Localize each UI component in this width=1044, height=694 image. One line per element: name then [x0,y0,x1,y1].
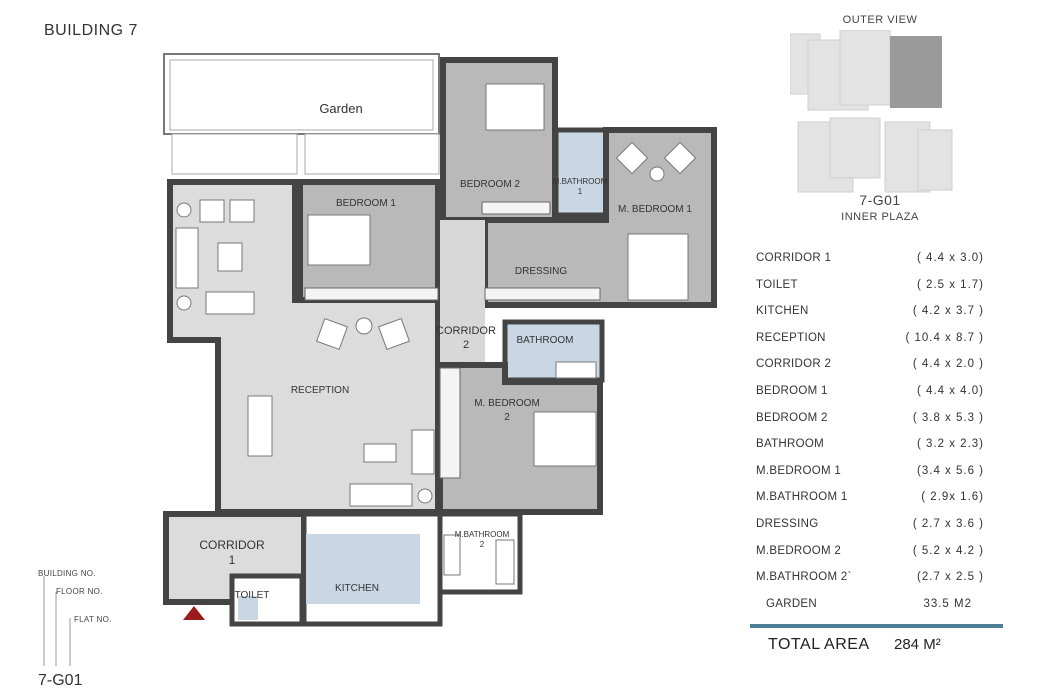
key-plan-unit-code: 7-G01 [859,192,901,208]
area-row: KITCHEN ( 4.2 x 3.7 ) [752,301,1002,328]
area-row-dims: (2.7 x 2.5 ) [917,571,984,584]
area-row-name: RECEPTION [756,331,826,344]
area-row: CORRIDOR 2 ( 4.4 x 2.0 ) [752,354,1002,381]
corridor2-floor [440,220,485,365]
area-row-name: M.BATHROOM 1 [756,491,848,504]
area-row-dims: ( 5.2 x 4.2 ) [912,544,984,557]
area-row-dims: (3.4 x 5.6 ) [917,464,984,477]
kitchen-label: KITCHEN [335,583,379,594]
mbedroom2-label-line1: M. BEDROOM [474,398,540,409]
area-row-dims: ( 4.4 x 3.0) [917,252,984,264]
building-title: BUILDING 7 [44,22,138,39]
corridor2-label-line2: 2 [463,339,469,351]
mbedroom2-label-line2: 2 [504,412,510,423]
area-row: M.BATHROOM 2` (2.7 x 2.5 ) [752,567,1002,594]
inner-plaza-label: INNER PLAZA [841,211,919,223]
area-row-name: GARDEN [766,597,818,610]
area-row: CORRIDOR 1 ( 4.4 x 3.0) [752,248,1002,275]
bathroom-label: BATHROOM [516,335,573,346]
area-row-name: CORRIDOR 2 [756,358,832,371]
area-row-dims: ( 4.4 x 4.0) [917,384,984,397]
corridor1-label-line2: 1 [229,553,236,567]
key-plan-highlight [890,36,942,108]
area-row: BEDROOM 1 ( 4.4 x 4.0) [752,381,1002,408]
corridor1-label-line1: CORRIDOR [199,538,265,552]
area-row-dims: ( 10.4 x 8.7 ) [905,331,984,344]
mbathroom1-label-line2: 1 [578,187,583,196]
area-row-name: CORRIDOR 1 [756,252,832,264]
area-row: M.BATHROOM 1 ( 2.9x 1.6) [752,487,1002,514]
total-area-label: TOTAL AREA [768,636,870,653]
mbedroom1-label: M. BEDROOM 1 [618,204,692,215]
area-table: CORRIDOR 1 ( 4.4 x 3.0) TOILET ( 2.5 x 1.7)… [752,248,1002,620]
flat-no-label: FLAT NO. [74,615,112,624]
key-plan [790,30,953,193]
building-no-label: BUILDING NO. [38,569,96,578]
area-row-name: BEDROOM 1 [756,384,828,397]
corridor2-label-line1: CORRIDOR [436,325,496,337]
area-row: DRESSING ( 2.7 x 3.6 ) [752,514,1002,541]
floor-plan: Garden BEDROOM 1 BEDROOM 2 M.BATHROOM 1 … [163,53,717,627]
area-row-name: DRESSING [756,517,819,530]
area-row-name: M.BEDROOM 2 [756,544,842,557]
area-row: GARDEN 33.5 M2 [752,594,1002,621]
area-row: M.BEDROOM 2 ( 5.2 x 4.2 ) [752,541,1002,568]
area-row-name: BEDROOM 2 [756,411,828,424]
area-row-dims: 33.5 M2 [923,597,972,610]
area-row: M.BEDROOM 1 (3.4 x 5.6 ) [752,461,1002,488]
area-row-dims: ( 3.8 x 5.3 ) [912,411,984,424]
garden-area [163,53,440,175]
area-row: BEDROOM 2 ( 3.8 x 5.3 ) [752,408,1002,435]
total-area-value: 284 M² [894,636,941,653]
reception-furniture [175,199,435,507]
area-row-dims: ( 4.2 x 3.7 ) [912,305,984,318]
outer-view-label: OUTER VIEW [842,14,918,26]
flat-code-legend [43,576,71,666]
area-row-dims: ( 2.9x 1.6) [921,491,984,504]
area-row-name: M.BATHROOM 2` [756,571,852,584]
floor-no-label: FLOOR NO. [56,587,103,596]
mbathroom2-label-line2: 2 [480,540,485,549]
area-row-name: TOILET [756,278,798,291]
dressing-label: DRESSING [515,266,567,277]
area-row: BATHROOM ( 3.2 x 2.3) [752,434,1002,461]
bedroom1-label: BEDROOM 1 [336,198,396,209]
area-row-dims: ( 4.4 x 2.0 ) [912,358,984,371]
area-row-name: KITCHEN [756,305,809,318]
entrance-marker [183,606,205,620]
mbathroom1-floor [553,127,609,218]
flat-code: 7-G01 [38,672,83,689]
area-row-dims: ( 3.2 x 2.3) [917,438,984,451]
area-row: RECEPTION ( 10.4 x 8.7 ) [752,328,1002,355]
area-row-dims: ( 2.7 x 3.6 ) [912,517,984,530]
garden-label: Garden [319,101,362,116]
mbathroom2-label-line1: M.BATHROOM [455,530,510,539]
total-divider [750,624,1003,628]
reception-label: RECEPTION [291,385,349,396]
area-row-name: BATHROOM [756,438,824,451]
bedroom2-label: BEDROOM 2 [460,179,520,190]
area-row: TOILET ( 2.5 x 1.7) [752,275,1002,302]
area-row-name: M.BEDROOM 1 [756,464,842,477]
toilet-label: TOILET [235,590,270,601]
mbathroom1-label-line1: M.BATHROOM [553,177,608,186]
area-row-dims: ( 2.5 x 1.7) [917,278,984,291]
